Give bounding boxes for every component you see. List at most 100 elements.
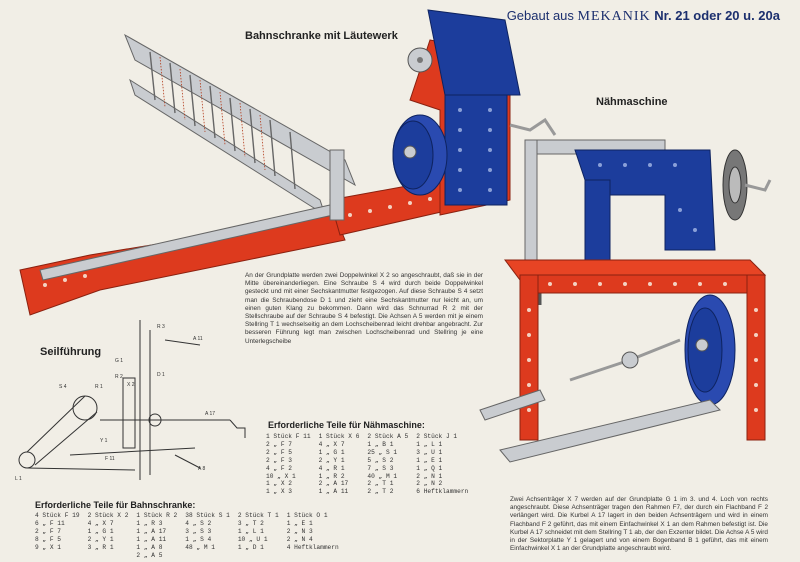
label-a11: A 11 (193, 336, 203, 342)
parts-entry: 1 „ L 1 (237, 527, 264, 535)
parts-entry: 1 Stück F 11 (266, 433, 311, 440)
parts-entry: 2 „ F 3 (266, 456, 292, 464)
parts-entry: 10 „ X 1 (266, 472, 296, 480)
parts-entry: 1 „ A 11 (318, 488, 349, 496)
header-prefix: Gebaut aus (506, 8, 574, 23)
parts-entry: 2 „ A 5 (136, 551, 163, 559)
label-s4: S 4 (59, 384, 67, 390)
parts-entry: 7 „ S 3 (367, 464, 394, 472)
rope-title: Seilführung (40, 346, 102, 358)
parts-entry: 1 „ E 1 (286, 519, 313, 527)
label-a8: A 8 (198, 466, 205, 472)
parts-entry: 1 „ E 1 (416, 456, 443, 464)
label-y1: Y 1 (100, 438, 108, 444)
barrier-title: Bahnschranke mit Läutewerk (245, 30, 398, 42)
parts-entry: 2 „ F 7 (266, 440, 292, 448)
parts-entry: 1 „ G 1 (87, 527, 114, 535)
parts-entry: 1 „ X 2 (266, 480, 292, 488)
parts-entry: 6 Heftklammern (416, 488, 469, 496)
sewing-machine-illustration (479, 139, 772, 463)
label-r3: R 3 (157, 324, 165, 330)
parts-entry: 1 „ A 8 (136, 543, 163, 551)
parts-entry: 1 „ D 1 (237, 543, 264, 551)
barrier-parts-title: Erforderliche Teile für Bahnschranke: (35, 500, 196, 510)
parts-entry: 48 „ M 1 (185, 543, 215, 551)
label-f11: F 11 (105, 456, 115, 462)
parts-entry: 1 Stück R 2 (136, 512, 178, 519)
parts-entry: 4 Heftklammern (286, 543, 339, 551)
parts-entry: 1 „ S 4 (185, 535, 212, 543)
barrier-instructions: An der Grundplatte werden zwei Doppelwin… (245, 272, 483, 345)
parts-entry: 2 „ N 2 (416, 480, 443, 488)
parts-entry: 2 „ T 1 (367, 480, 394, 488)
parts-entry: 2 Stück A 5 (367, 433, 409, 440)
parts-entry: 25 „ S 1 (367, 448, 398, 456)
parts-entry: 1 „ L 1 (416, 440, 443, 448)
parts-entry: 2 „ N 4 (286, 535, 313, 543)
parts-entry: 2 „ F 7 (35, 527, 61, 535)
page-header: Gebaut aus MEKANIK Nr. 21 oder 20 u. 20a (507, 8, 780, 25)
parts-entry: 3 „ T 2 (237, 519, 264, 527)
parts-entry: 4 „ F 2 (266, 464, 292, 472)
rope-guide-diagram: A 11 R 3 G 1 D 1 S 4 R 1 R 2 X 2 A 17 Y … (15, 320, 246, 482)
label-r2: R 2 (115, 374, 123, 380)
label-l1: L 1 (15, 476, 22, 482)
brand-name: MEKANIK (577, 9, 651, 24)
parts-entry: 4 Stück F 19 (35, 512, 80, 519)
sewing-title: Nähmaschine (596, 96, 668, 108)
label-a17: A 17 (205, 411, 215, 417)
parts-entry: 2 „ N 1 (416, 472, 443, 480)
parts-entry: 3 „ S 3 (185, 527, 212, 535)
sewing-parts-title: Erforderliche Teile für Nähmaschine: (268, 420, 425, 430)
barrier-illustration (19, 9, 557, 316)
parts-entry: 5 „ S 2 (367, 456, 394, 464)
parts-entry: 9 „ X 1 (35, 543, 61, 551)
sewing-instructions: Zwei Achsenträger X 7 werden auf der Gru… (510, 496, 768, 553)
parts-entry: 2 „ A 17 (318, 480, 349, 488)
parts-entry: 2 „ N 3 (286, 527, 313, 535)
parts-entry: 40 „ M 1 (367, 472, 398, 480)
parts-entry: 4 „ R 1 (318, 464, 345, 472)
parts-entry: 2 Stück X 2 (87, 512, 129, 519)
parts-entry: 1 „ A 11 (136, 535, 167, 543)
parts-entry: 10 „ U 1 (237, 535, 268, 543)
parts-entry: 1 „ Q 1 (416, 464, 443, 472)
parts-entry: 38 Stück S 1 (185, 512, 230, 519)
parts-entry: 1 Stück X 6 (318, 433, 360, 440)
parts-entry: 2 „ T 2 (367, 488, 394, 496)
parts-entry: 3 „ R 1 (87, 543, 114, 551)
parts-entry: 2 „ Y 1 (318, 456, 345, 464)
model-number: Nr. 21 oder 20 u. 20a (654, 8, 780, 23)
parts-entry: 4 „ S 2 (185, 519, 212, 527)
parts-entry: 3 „ U 1 (416, 448, 443, 456)
parts-entry: 1 „ A 17 (136, 527, 167, 535)
parts-entry: 1 „ X 3 (266, 488, 292, 496)
parts-entry: 8 „ F 5 (35, 535, 61, 543)
parts-entry: 1 Stück O 1 (286, 512, 328, 519)
label-g1: G 1 (115, 358, 123, 364)
parts-entry: 4 „ X 7 (318, 440, 345, 448)
parts-entry: 2 „ Y 1 (87, 535, 114, 543)
label-x2: X 2 (127, 382, 135, 388)
parts-entry: 1 „ G 1 (318, 448, 345, 456)
label-r1: R 1 (95, 384, 103, 390)
parts-entry: 1 „ B 1 (367, 440, 394, 448)
parts-entry: 6 „ F 11 (35, 519, 65, 527)
parts-entry: 2 „ F 5 (266, 448, 292, 456)
label-d1: D 1 (157, 372, 165, 378)
parts-entry: 4 „ X 7 (87, 519, 114, 527)
parts-entry: 2 Stück T 1 (237, 512, 279, 519)
parts-entry: 1 „ R 3 (136, 519, 163, 527)
parts-entry: 2 Stück J 1 (416, 433, 458, 440)
